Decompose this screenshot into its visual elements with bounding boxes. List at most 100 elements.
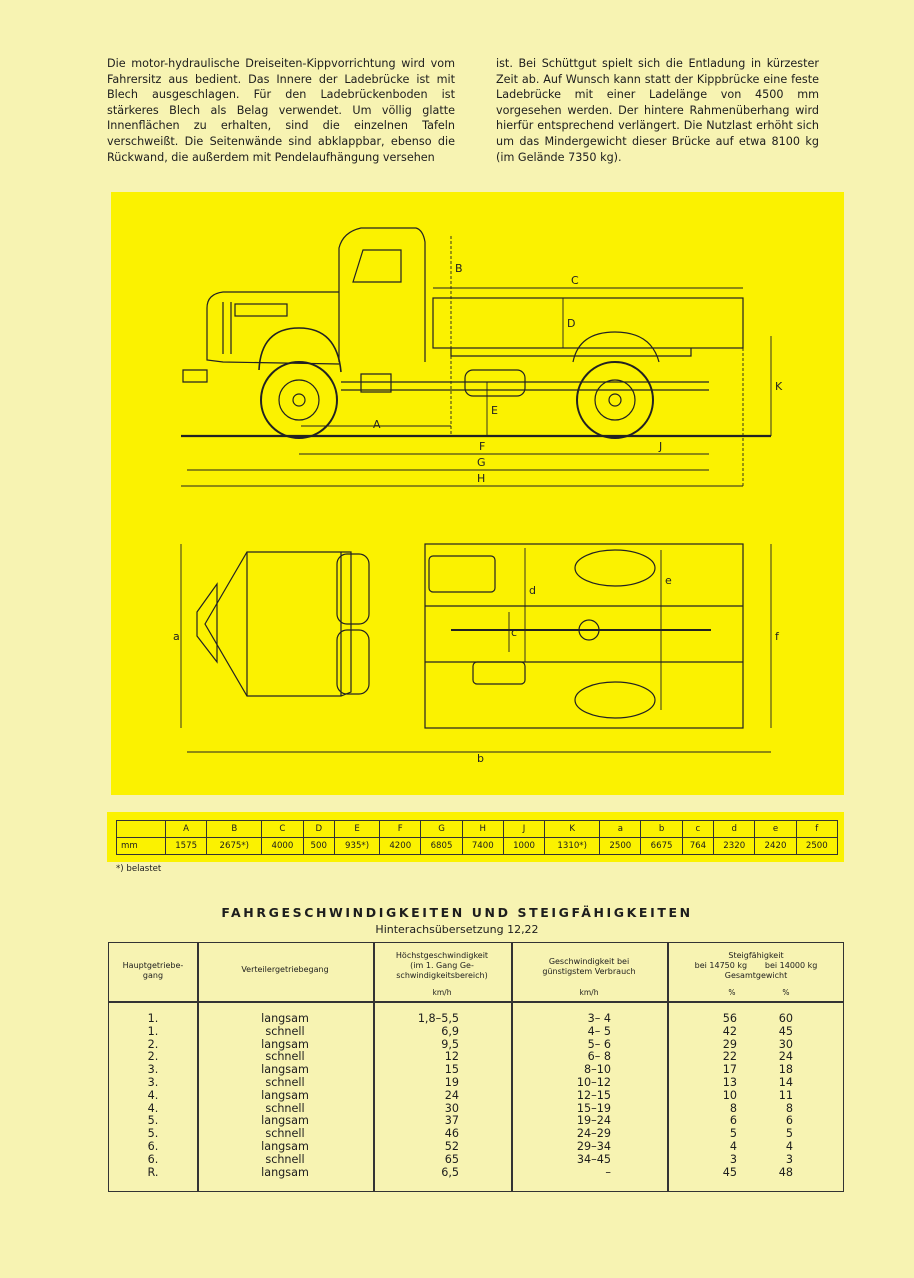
- dim-value: 764: [681, 837, 715, 855]
- row-max-speed: 65: [444, 1152, 459, 1166]
- row-transfer: langsam: [261, 1063, 309, 1077]
- row-eco-speed: 15–19: [576, 1101, 611, 1115]
- hood-grille-slot: [234, 303, 288, 317]
- row-eco-speed: 4– 5: [587, 1024, 611, 1038]
- row-climb-14750: 8: [729, 1101, 737, 1115]
- row-max-speed: 15: [444, 1063, 459, 1077]
- header-climb-weights: bei 14750 kg bei 14000 kg: [694, 961, 818, 970]
- front-wheel: [260, 361, 338, 439]
- speed-table-title: FAHRGESCHWINDIGKEITEN UND STEIGFÄHIGKEIT…: [221, 905, 693, 920]
- row-max-speed: 6,5: [441, 1165, 459, 1179]
- column-main-gear: 1.1.2.2.3.3.4.4.5.5.6.6.R.: [109, 1012, 197, 1179]
- row-climb-14000: 4: [785, 1139, 793, 1153]
- dim-unit-label: mm: [116, 837, 166, 855]
- row-gear: 4.: [147, 1101, 159, 1115]
- dim-value: 7400: [461, 837, 504, 855]
- row-climb-14750: 3: [729, 1152, 737, 1166]
- cab-outline: [338, 227, 426, 362]
- row-max-speed: 52: [444, 1139, 459, 1153]
- dim-label-c-lower: c: [511, 626, 517, 639]
- dim-label-a-lower: a: [173, 630, 180, 643]
- dim-label-h: H: [477, 472, 485, 485]
- row-gear: 1.: [147, 1012, 159, 1025]
- row-eco-speed: 29–34: [576, 1139, 611, 1153]
- row-eco-speed: 34–45: [576, 1152, 611, 1166]
- row-gear: R.: [147, 1165, 159, 1179]
- row-climb-14750: 10: [722, 1088, 737, 1102]
- row-climb-14750: 5: [729, 1127, 737, 1141]
- dim-header: d: [713, 820, 756, 838]
- row-gear: 2.: [147, 1050, 159, 1064]
- row-gear: 2.: [147, 1037, 159, 1051]
- header-eco-speed: Geschwindigkeit bei günstigstem Verbrauc…: [542, 957, 636, 976]
- dim-label-e-lower: e: [665, 574, 672, 587]
- row-max-speed: 37: [444, 1114, 459, 1128]
- row-gear: 4.: [147, 1088, 159, 1102]
- row-gear: 6.: [147, 1139, 159, 1153]
- dim-header: c: [681, 820, 715, 838]
- row-transfer: schnell: [265, 1050, 305, 1064]
- dim-value: 1310*): [544, 837, 601, 855]
- intro-text-left: Die motor-hydraulische Dreiseiten-Kippvo…: [107, 57, 455, 164]
- dim-header: C: [261, 820, 304, 838]
- row-climb-14000: 18: [778, 1063, 793, 1077]
- row-eco-speed: 6– 8: [587, 1050, 611, 1064]
- row-max-speed: 24: [444, 1088, 459, 1102]
- intro-text-right: ist. Bei Schüttgut spielt sich die Entla…: [496, 57, 819, 164]
- row-max-speed: 9,5: [441, 1037, 459, 1051]
- rear-tyre-top: [574, 549, 656, 587]
- dim-header: F: [379, 820, 422, 838]
- dim-value: 1000: [502, 837, 546, 855]
- row-transfer: schnell: [265, 1024, 305, 1038]
- row-eco-speed: 8–10: [584, 1063, 611, 1077]
- row-transfer: langsam: [261, 1114, 309, 1128]
- row-climb-14000: 6: [785, 1114, 793, 1128]
- fuel-tank: [360, 373, 392, 393]
- dim-label-j: J: [658, 440, 662, 453]
- dim-header: a: [599, 820, 642, 838]
- row-transfer: langsam: [261, 1165, 309, 1179]
- dimension-header-row: A B C D E F G H J K a b c d e f: [116, 820, 839, 838]
- dim-label-d: D: [567, 317, 575, 330]
- row-gear: 3.: [147, 1063, 159, 1077]
- row-eco-speed: 5– 6: [587, 1037, 611, 1051]
- dim-value: 6675: [640, 837, 683, 855]
- row-max-speed: 6,9: [441, 1024, 459, 1038]
- top-view-cab: [204, 551, 352, 697]
- row-transfer: langsam: [261, 1037, 309, 1051]
- dim-label-b: B: [455, 262, 463, 275]
- row-transfer: schnell: [265, 1152, 305, 1166]
- row-eco-speed: 12–15: [576, 1088, 611, 1102]
- row-eco-speed: 3– 4: [587, 1012, 611, 1025]
- row-climb-14000: 11: [778, 1088, 793, 1102]
- dim-label-g: G: [477, 456, 486, 469]
- dim-header: H: [461, 820, 504, 838]
- dim-value: 2675*): [206, 837, 263, 855]
- dim-header: f: [795, 820, 839, 838]
- row-transfer: schnell: [265, 1075, 305, 1089]
- tool-box: [464, 369, 526, 397]
- row-gear: 5.: [147, 1114, 159, 1128]
- dim-header: e: [754, 820, 797, 838]
- dim-value: 2420: [754, 837, 797, 855]
- row-climb-14000: 45: [778, 1024, 793, 1038]
- speed-table-subtitle: Hinterachsübersetzung 12,22: [375, 923, 539, 936]
- row-transfer: langsam: [261, 1139, 309, 1153]
- header-climb-unit-2: %: [782, 988, 790, 997]
- rear-tyre-bottom: [574, 681, 656, 719]
- row-climb-14750: 17: [722, 1063, 737, 1077]
- dimension-footnote: *) belastet: [116, 864, 162, 874]
- dim-value: 500: [302, 837, 335, 855]
- dim-value: 2500: [795, 837, 839, 855]
- front-bumper: [182, 369, 208, 383]
- dim-value: 2500: [599, 837, 642, 855]
- row-eco-speed: 24–29: [576, 1127, 611, 1141]
- row-max-speed: 46: [444, 1127, 459, 1141]
- header-transfer-gear: Verteilergetriebegang: [241, 965, 329, 974]
- row-climb-14000: 14: [778, 1075, 793, 1089]
- row-climb-14750: 29: [722, 1037, 737, 1051]
- top-view-bed: [424, 543, 744, 729]
- row-climb-14000: 30: [778, 1037, 793, 1051]
- top-view-bumper: [196, 582, 218, 664]
